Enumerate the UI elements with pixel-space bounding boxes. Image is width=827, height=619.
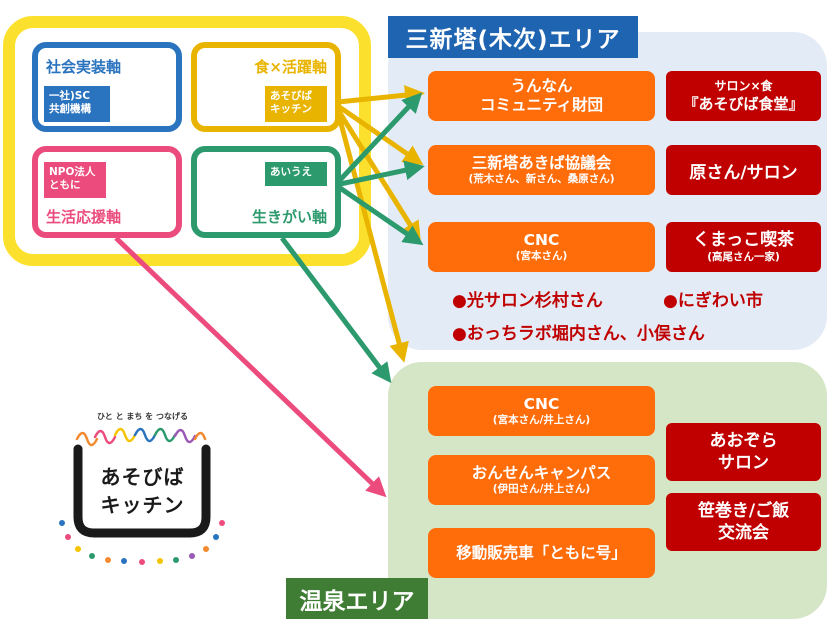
event-title: 原さん/サロン bbox=[689, 162, 798, 183]
org-box-onsen-campus: おんせんキャンパス (伊田さん/井上さん) bbox=[428, 455, 655, 505]
logo-title-line2: キッチン bbox=[100, 493, 185, 517]
org-box-unnan: うんなん コミュニティ財団 bbox=[428, 71, 655, 121]
ikigai-axis-label: 生きがい軸 bbox=[251, 208, 327, 226]
social-axis-box: 社会実装軸 一社)SC 共創機構 bbox=[32, 42, 182, 132]
support-axis-label: 生活応援軸 bbox=[46, 208, 122, 226]
org-box-cnc-top: CNC (宮本さん) bbox=[428, 222, 655, 272]
support-axis-box: NPO法人 ともに 生活応援軸 bbox=[32, 146, 182, 238]
org-name: おんせんキャンパス bbox=[471, 464, 612, 482]
org-members: (宮本さん/井上さん) bbox=[492, 414, 591, 426]
social-axis-label: 社会実装軸 bbox=[46, 58, 122, 76]
food-axis-box: 食×活躍軸 あそびば キッチン bbox=[191, 42, 341, 132]
arrow-food-to-akiba bbox=[336, 103, 424, 166]
org-name: CNC bbox=[523, 395, 560, 413]
food-axis-tag: あそびば キッチン bbox=[265, 86, 327, 122]
arrow-support-to-onsen-campus bbox=[114, 236, 387, 498]
support-axis-tag: NPO法人 ともに bbox=[44, 162, 106, 198]
event-title-line2: 交流会 bbox=[718, 523, 769, 543]
bullet-hikari-salon: ●光サロン杉村さん bbox=[452, 291, 603, 311]
org-name: うんなん bbox=[510, 77, 573, 95]
arrow-food-to-onsen-area bbox=[335, 111, 409, 363]
org-box-akiba: 三新塔あきば協議会 (荒木さん、新さん、桑原さん) bbox=[428, 145, 655, 195]
asobiba-kitchen-logo: ひと と まち を つなげる あそびば キッチン bbox=[50, 405, 235, 565]
arrow-food-to-unnan bbox=[337, 85, 425, 106]
bullet-nigiwai-ichi: ●にぎわい市 bbox=[663, 291, 763, 311]
arrow-ikigai-to-onsen-area bbox=[280, 236, 392, 384]
event-subtitle: サロン×食 bbox=[714, 78, 773, 93]
logo-graphic bbox=[59, 427, 225, 565]
org-name: CNC bbox=[523, 231, 560, 249]
event-box-hara-salon: 原さん/サロン bbox=[666, 145, 821, 195]
arrow-food-to-cnc-top bbox=[335, 108, 421, 242]
event-title: 笹巻き/ご飯 bbox=[697, 501, 790, 521]
org-members: (荒木さん、新さん、桑原さん) bbox=[468, 173, 615, 185]
arrow-ikigai-to-cnc-top bbox=[338, 185, 424, 246]
event-title: 『あそびば食堂』 bbox=[683, 94, 804, 113]
ikigai-axis-tag: あいうえ bbox=[265, 162, 327, 186]
event-title: あおぞら bbox=[709, 431, 778, 451]
event-box-asobiba-shokudo: サロン×食 『あそびば食堂』 bbox=[666, 71, 821, 121]
org-members: (宮本さん) bbox=[515, 250, 568, 262]
event-box-kumakko-kissa: くまっこ喫茶 (高尾さん一家) bbox=[666, 222, 821, 272]
org-box-cnc-bottom: CNC (宮本さん/井上さん) bbox=[428, 386, 655, 436]
event-box-sasamaki-gohan: 笹巻き/ご飯 交流会 bbox=[666, 493, 821, 551]
event-subtitle: (高尾さん一家) bbox=[707, 251, 780, 263]
sanshinto-area-title: 三新塔(木次)エリア bbox=[388, 16, 638, 58]
org-box-tomoni-go: 移動販売車「ともに号」 bbox=[428, 528, 655, 578]
org-name: 移動販売車「ともに号」 bbox=[456, 543, 627, 562]
arrow-ikigai-to-akiba bbox=[339, 160, 425, 187]
arrow-ikigai-to-unnan bbox=[338, 92, 423, 182]
org-name-line2: コミュニティ財団 bbox=[479, 96, 604, 114]
onsen-area-title: 温泉エリア bbox=[286, 578, 428, 619]
org-members: (伊田さん/井上さん) bbox=[492, 483, 591, 495]
bullet-occhi-labo: ●おっちラボ堀内さん、小俣さん bbox=[452, 324, 705, 344]
org-name: 三新塔あきば協議会 bbox=[471, 154, 612, 172]
ikigai-axis-box: あいうえ 生きがい軸 bbox=[191, 146, 341, 238]
social-axis-tag: 一社)SC 共創機構 bbox=[44, 86, 110, 122]
logo-title-line1: あそびば bbox=[100, 465, 185, 489]
event-title-line2: サロン bbox=[718, 453, 769, 473]
event-box-aozora-salon: あおぞら サロン bbox=[666, 423, 821, 481]
food-axis-label: 食×活躍軸 bbox=[254, 58, 327, 76]
logo-tagline: ひと と まち を つなげる bbox=[97, 412, 188, 421]
event-title: くまっこ喫茶 bbox=[692, 230, 795, 250]
